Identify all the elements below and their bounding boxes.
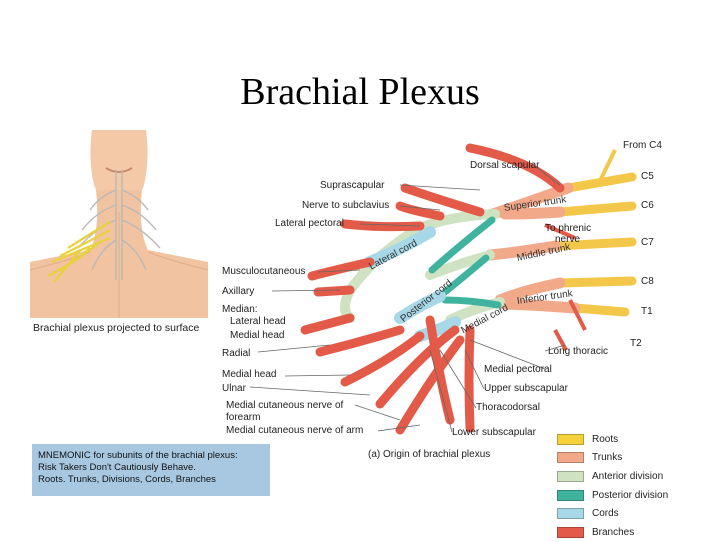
label-nerve-to-subclavius: Nerve to subclavius xyxy=(302,200,390,211)
legend-label: Cords xyxy=(592,508,619,520)
label-lower-subscapular: Lower subscapular xyxy=(452,427,536,438)
mnemonic-heading: MNEMONIC for subunits of the brachial pl… xyxy=(38,450,238,461)
legend-label: Anterior division xyxy=(592,470,664,482)
label-musculocutaneous: Musculocutaneous xyxy=(222,266,306,277)
legend-label: Roots xyxy=(592,433,619,445)
label-medial-pectoral: Medial pectoral xyxy=(484,364,552,375)
label-median: Median: xyxy=(222,304,258,315)
branches xyxy=(300,143,565,435)
legend-swatch xyxy=(557,489,584,501)
label-c7: C7 xyxy=(641,237,654,248)
label-thoracodorsal: Thoracodorsal xyxy=(476,402,540,413)
label-t2: T2 xyxy=(630,338,642,349)
legend-item-posterior-division: Posterior division xyxy=(557,486,707,505)
label-ulnar: Ulnar xyxy=(222,383,246,394)
mnemonic-phrase: Risk Takers Don't Cautiously Behave. xyxy=(38,462,196,473)
label-axillary: Axillary xyxy=(222,286,255,297)
label-dorsal-scapular: Dorsal scapular xyxy=(470,160,540,171)
label-medial-cutaneous-forearm: Medial cutaneous nerve of xyxy=(226,400,344,411)
legend-swatch xyxy=(557,526,584,538)
label-ulnar-medial-head: Medial head xyxy=(222,369,277,380)
legend-swatch xyxy=(557,433,584,445)
legend-item-roots: Roots xyxy=(557,430,707,449)
label-to-phrenic: To phrenic xyxy=(545,223,592,234)
label-c5: C5 xyxy=(641,171,654,182)
body-illustration xyxy=(30,130,208,318)
legend-swatch xyxy=(557,452,584,464)
legend-label: Branches xyxy=(592,526,635,538)
legend-label: Posterior division xyxy=(592,489,669,501)
label-suprascapular: Suprascapular xyxy=(320,180,385,191)
label-c8: C8 xyxy=(641,276,654,287)
figure-caption: (a) Origin of brachial plexus xyxy=(368,449,491,460)
color-legend: Roots Trunks Anterior division Posterior… xyxy=(557,430,707,542)
legend-item-trunks: Trunks xyxy=(557,449,707,468)
legend-item-branches: Branches xyxy=(557,523,707,542)
label-upper-subscapular: Upper subscapular xyxy=(484,383,568,394)
label-medial-cutaneous-arm: Medial cutaneous nerve of arm xyxy=(226,425,364,436)
legend-item-anterior-division: Anterior division xyxy=(557,467,707,486)
label-long-thoracic: Long thoracic xyxy=(548,346,609,357)
label-forearm: forearm xyxy=(226,412,261,423)
mnemonic-box: MNEMONIC for subunits of the brachial pl… xyxy=(32,444,270,496)
label-lateral-pectoral: Lateral pectoral xyxy=(275,218,344,229)
label-t1: T1 xyxy=(641,306,653,317)
label-radial: Radial xyxy=(222,348,251,359)
legend-label: Trunks xyxy=(592,452,623,464)
legend-item-cords: Cords xyxy=(557,504,707,523)
legend-swatch xyxy=(557,470,584,482)
root-c4 xyxy=(596,149,617,186)
label-median-medial-head: Medial head xyxy=(230,330,285,341)
leader-lines xyxy=(249,166,566,433)
label-median-lateral-head: Lateral head xyxy=(230,316,286,327)
legend-swatch xyxy=(557,508,584,520)
small-branches xyxy=(544,223,587,351)
label-nerve: nerve xyxy=(555,234,581,245)
label-from-c4: From C4 xyxy=(623,140,662,151)
body-caption: Brachial plexus projected to surface xyxy=(33,322,200,334)
slide-title: Brachial Plexus xyxy=(240,71,480,113)
mnemonic-terms: Roots. Trunks, Divisions, Cords, Branche… xyxy=(38,474,216,485)
label-c6: C6 xyxy=(641,200,654,211)
